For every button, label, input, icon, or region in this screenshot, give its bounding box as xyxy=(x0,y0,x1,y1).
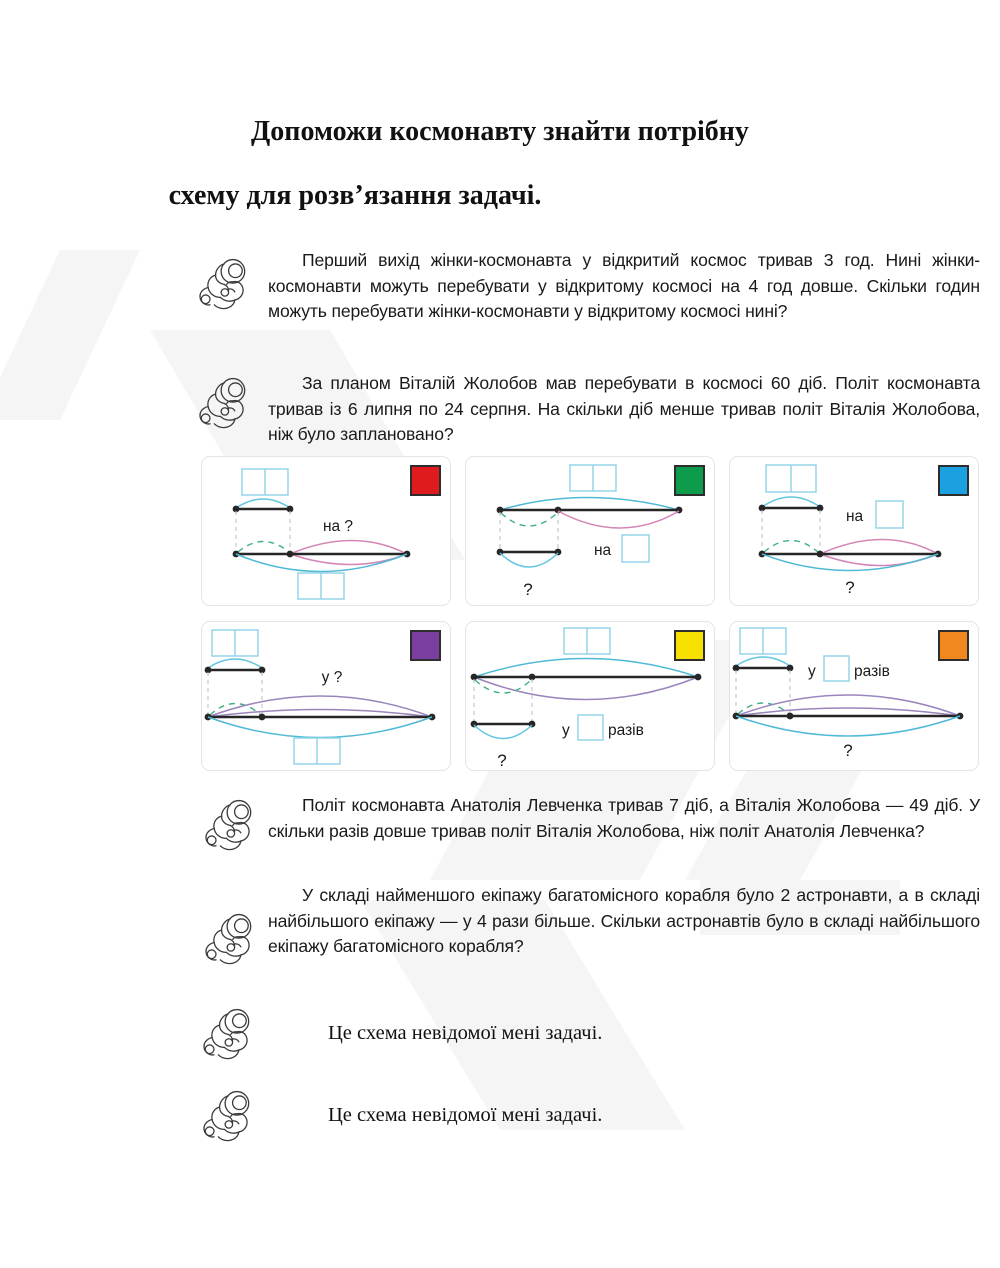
orange-badge[interactable] xyxy=(938,630,969,661)
answer-line-2-text: Це схема невідомої мені задачі. xyxy=(328,1104,603,1126)
green-badge[interactable] xyxy=(674,465,705,496)
scheme-diagram-5: у разів ? xyxy=(470,627,705,770)
scheme-label-3: на xyxy=(846,508,864,525)
scheme-diagram-2: на ? xyxy=(496,464,705,599)
answer-box[interactable] xyxy=(823,655,850,682)
scheme-question-2: ? xyxy=(523,580,532,599)
answer-box[interactable] xyxy=(621,534,650,563)
top-value-box[interactable] xyxy=(739,627,787,655)
top-value-box[interactable] xyxy=(765,464,817,493)
scheme-diagram-6: у разів ? xyxy=(732,627,969,760)
answer-line-1-text: Це схема невідомої мені задачі. xyxy=(328,1022,603,1044)
cosmonaut-icon xyxy=(203,1090,250,1142)
cosmonaut-icon xyxy=(199,377,246,429)
problem-3-text: Політ космонавта Анатолія Левченка трива… xyxy=(268,795,980,841)
scheme-label-2: на xyxy=(594,542,612,559)
scheme-card-3[interactable]: на ? xyxy=(729,456,979,606)
bottom-value-box[interactable] xyxy=(297,572,345,600)
problem-1: Перший вихід жінки-космонавта у відкрити… xyxy=(190,248,980,325)
top-value-box[interactable] xyxy=(241,468,289,496)
scheme-card-6[interactable]: у разів ? xyxy=(729,621,979,771)
problem-4-text: У складі найменшого екіпажу багатомісног… xyxy=(268,885,980,956)
yellow-badge[interactable] xyxy=(674,630,705,661)
scheme-question-6: ? xyxy=(843,741,852,760)
scheme-label-4: у ? xyxy=(322,669,343,686)
scheme-diagram-3: на ? xyxy=(758,464,969,597)
scheme-diagram-4: у ? xyxy=(204,629,441,765)
cosmonaut-icon xyxy=(205,913,252,965)
answer-box[interactable] xyxy=(577,714,604,741)
blue-badge[interactable] xyxy=(938,465,969,496)
top-value-box[interactable] xyxy=(569,464,617,492)
scheme-card-2[interactable]: на ? xyxy=(465,456,715,606)
scheme-diagram-1: на ? xyxy=(232,465,441,600)
page-title-line-2: схему для розв’язання задачі. xyxy=(168,180,542,211)
scheme-question-3: ? xyxy=(845,578,854,597)
answer-box[interactable] xyxy=(875,500,904,529)
problem-2: За планом Віталій Жолобов мав перебувати… xyxy=(190,371,980,448)
scheme-label-5: у xyxy=(562,722,570,739)
problem-4: У складі найменшого екіпажу багатомісног… xyxy=(190,883,980,965)
red-badge[interactable] xyxy=(410,465,441,496)
problem-1-text: Перший вихід жінки-космонавта у відкрити… xyxy=(268,250,980,321)
bottom-value-box[interactable] xyxy=(293,737,341,765)
page-title-line-1: Допоможи космонавту знайти потрібну xyxy=(251,116,749,147)
scheme-label-1: на ? xyxy=(323,518,353,535)
scheme-question-5: ? xyxy=(497,751,506,770)
scheme-card-4[interactable]: у ? xyxy=(201,621,451,771)
cosmonaut-icon xyxy=(205,799,252,851)
scheme-label-5-suffix: разів xyxy=(608,722,644,739)
top-value-box[interactable] xyxy=(211,629,259,657)
top-value-box[interactable] xyxy=(563,627,611,655)
cosmonaut-icon xyxy=(199,258,246,310)
scheme-card-5[interactable]: у разів ? xyxy=(465,621,715,771)
problem-2-text: За планом Віталій Жолобов мав перебувати… xyxy=(268,373,980,444)
purple-badge[interactable] xyxy=(410,630,441,661)
scheme-label-6-suffix: разів xyxy=(854,663,890,680)
problem-3: Політ космонавта Анатолія Левченка трива… xyxy=(190,793,980,851)
cosmonaut-icon xyxy=(203,1008,250,1060)
scheme-card-1[interactable]: на ? xyxy=(201,456,451,606)
scheme-label-6: у xyxy=(808,663,816,680)
